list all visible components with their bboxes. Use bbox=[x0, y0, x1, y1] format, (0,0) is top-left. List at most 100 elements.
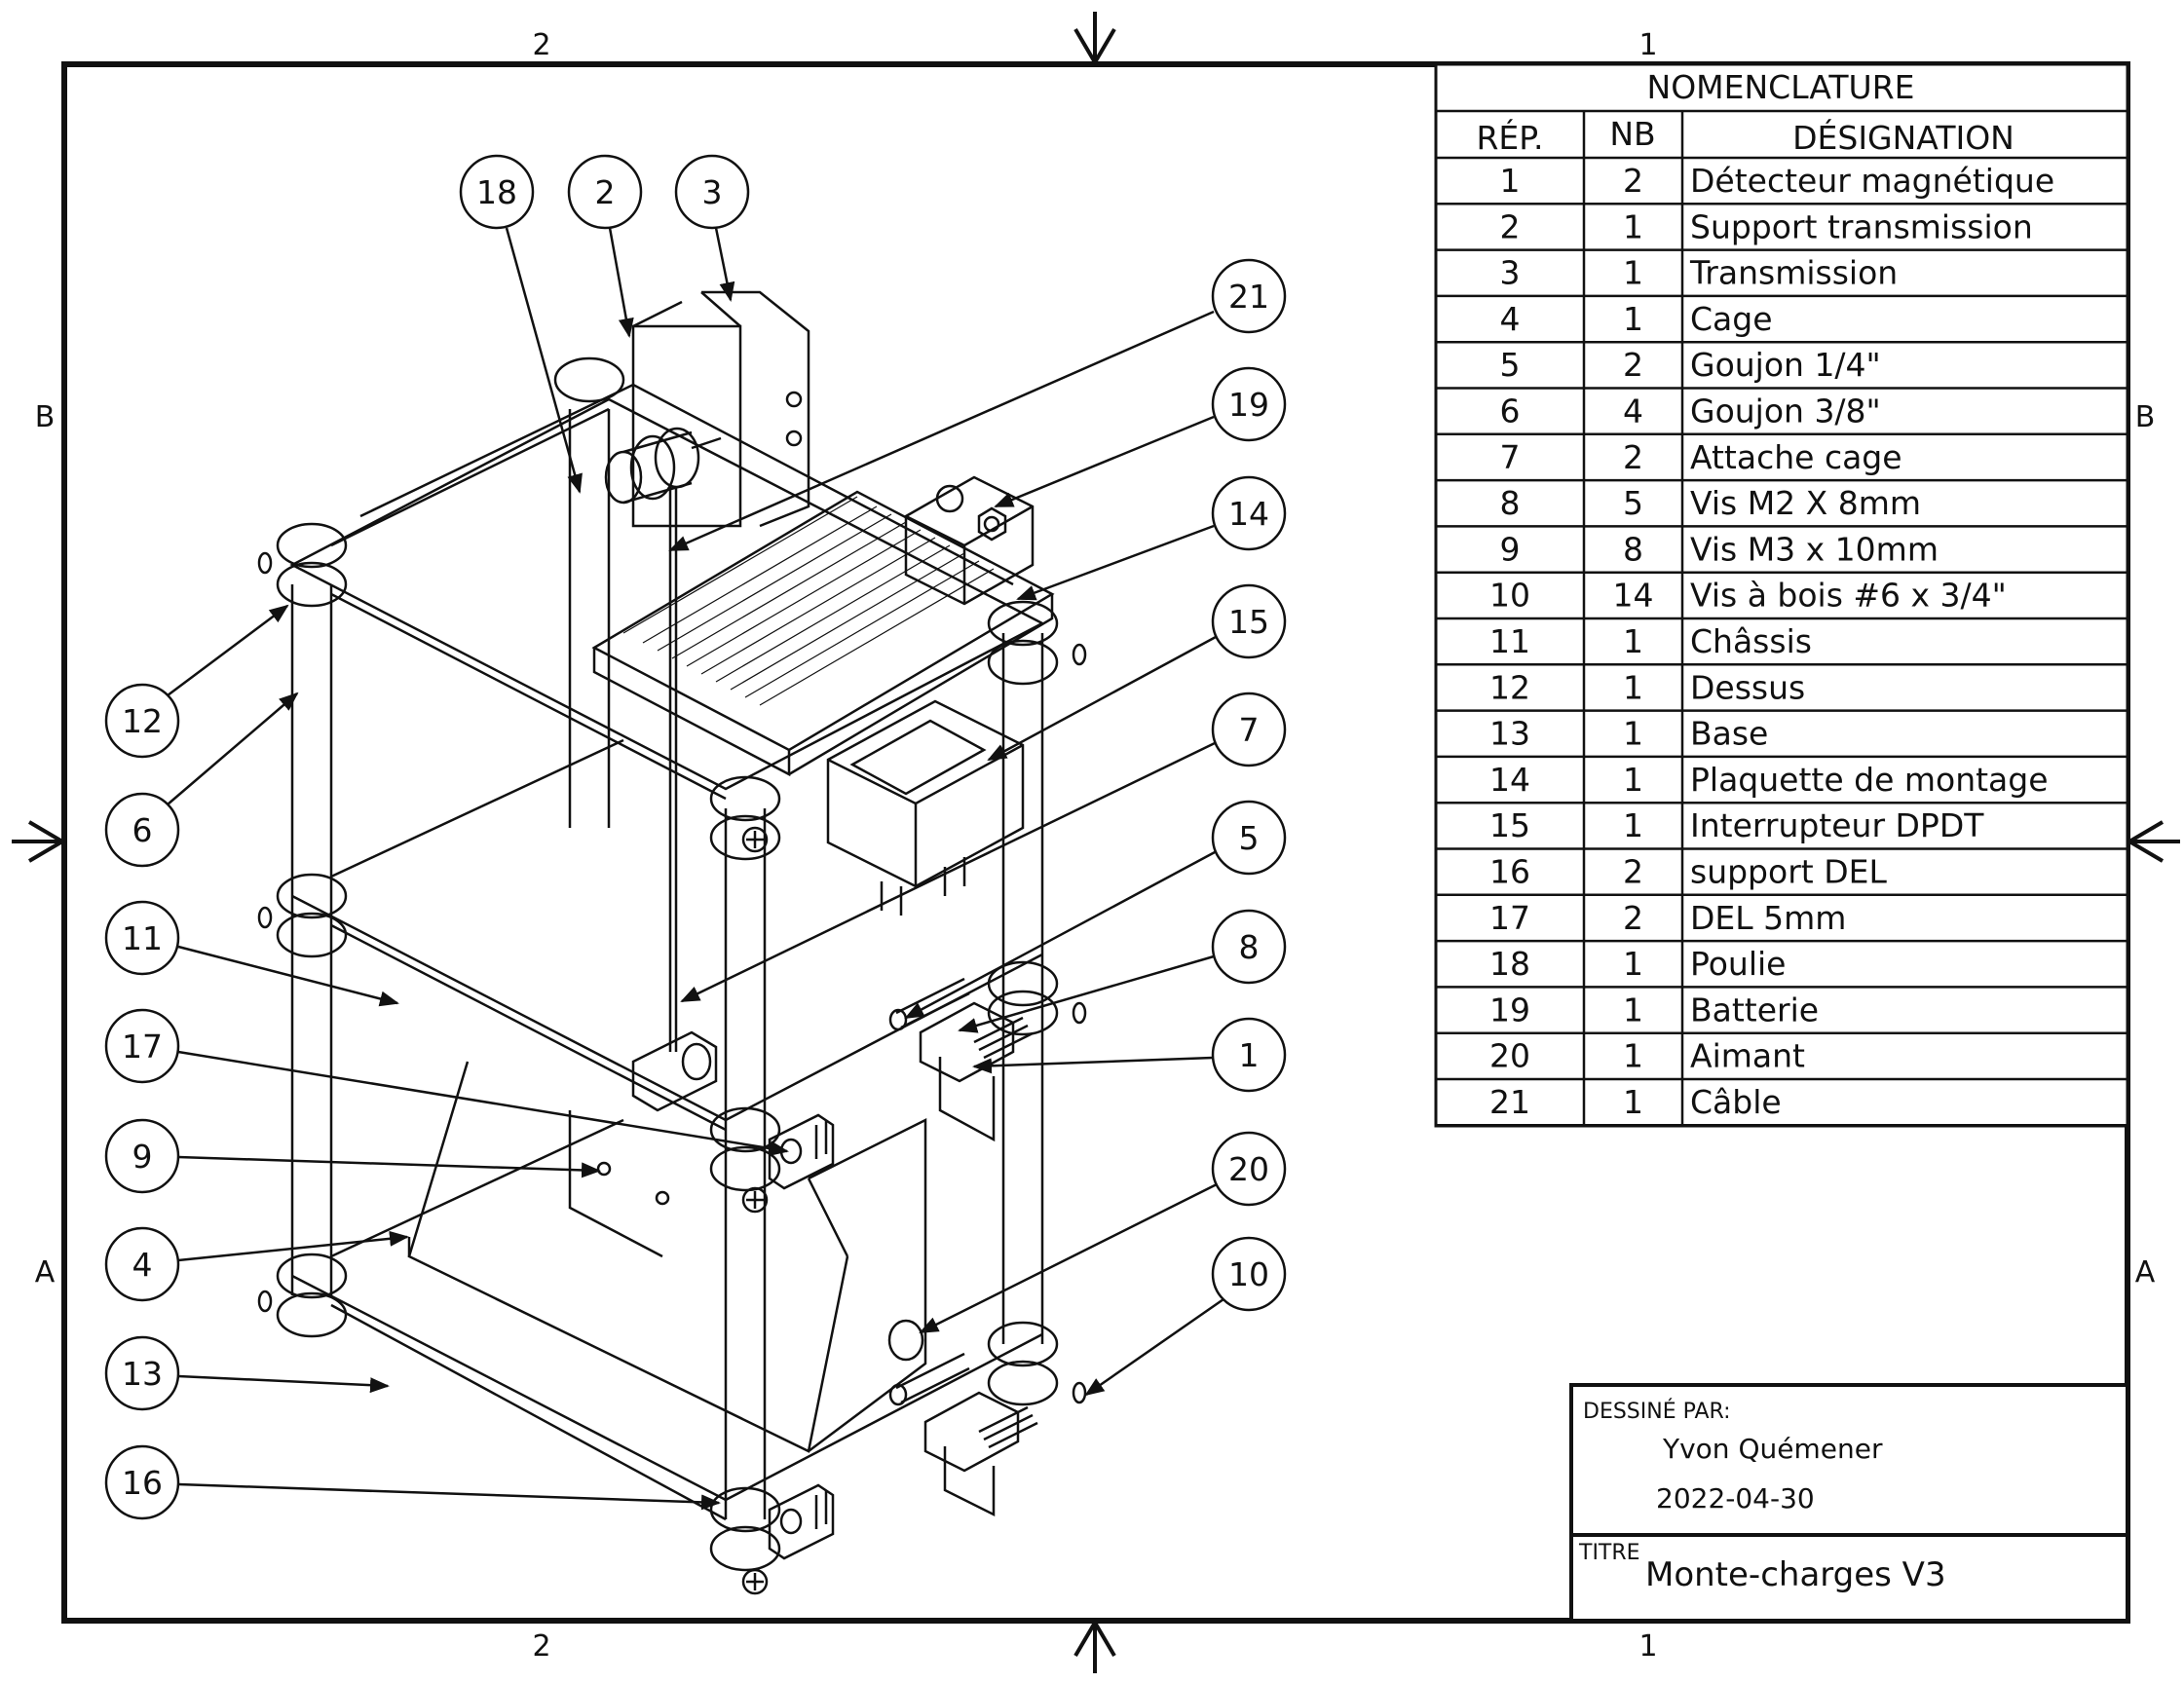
bom-cell-designation: Poulie bbox=[1690, 945, 1786, 983]
balloon-label: 2 bbox=[595, 173, 616, 211]
zone-label-bottom-right: 1 bbox=[1638, 1629, 1657, 1664]
balloon-19: 19 bbox=[994, 366, 1287, 508]
balloon-9: 9 bbox=[104, 1118, 601, 1194]
balloon-13: 13 bbox=[104, 1335, 390, 1411]
bom-cell-nb: 1 bbox=[1623, 761, 1643, 799]
balloon-label: 8 bbox=[1239, 928, 1260, 966]
assembly-isometric-view bbox=[257, 290, 1087, 1595]
bom-cell-rep: 2 bbox=[1500, 207, 1521, 245]
bom-cell-nb: 1 bbox=[1623, 715, 1643, 753]
bom-cell-rep: 20 bbox=[1489, 1037, 1530, 1075]
bom-cell-rep: 5 bbox=[1500, 346, 1521, 384]
bom-cell-designation: Attache cage bbox=[1690, 438, 1902, 476]
centering-mark-top bbox=[1073, 12, 1116, 66]
balloon-16: 16 bbox=[104, 1444, 721, 1520]
balloon-4: 4 bbox=[104, 1226, 409, 1302]
bom-cell-nb: 1 bbox=[1623, 300, 1643, 338]
balloon-label: 17 bbox=[122, 1028, 163, 1066]
balloon-label: 13 bbox=[122, 1355, 163, 1393]
bom-cell-rep: 19 bbox=[1489, 991, 1530, 1028]
centering-mark-bottom bbox=[1073, 1619, 1116, 1673]
bom-cell-nb: 1 bbox=[1623, 991, 1643, 1028]
bom-cell-designation: Transmission bbox=[1689, 254, 1898, 292]
bom-cell-nb: 1 bbox=[1623, 668, 1643, 706]
balloon-label: 4 bbox=[132, 1246, 153, 1284]
zone-label-right-b: B bbox=[2135, 400, 2156, 434]
bom-cell-rep: 6 bbox=[1500, 393, 1521, 430]
balloon-14: 14 bbox=[1016, 475, 1287, 601]
bom-row: 1 2 Détecteur magnétique bbox=[1500, 162, 2055, 200]
bom-cell-rep: 8 bbox=[1500, 484, 1521, 522]
balloon-label: 11 bbox=[122, 919, 163, 957]
bom-cell-rep: 13 bbox=[1489, 715, 1530, 753]
balloon-20: 20 bbox=[919, 1131, 1287, 1334]
bom-cell-designation: Goujon 1/4" bbox=[1690, 346, 1881, 384]
bom-cell-designation: Base bbox=[1690, 715, 1768, 753]
bom-cell-nb: 2 bbox=[1623, 346, 1643, 384]
bom-cell-designation: Câble bbox=[1690, 1083, 1782, 1121]
zone-label-bottom-left: 2 bbox=[532, 1629, 550, 1664]
balloon-label: 7 bbox=[1239, 711, 1260, 749]
balloon-18: 18 bbox=[459, 154, 583, 494]
bom-cell-designation: Batterie bbox=[1690, 991, 1819, 1028]
balloon-5: 5 bbox=[904, 800, 1287, 1020]
bom-row: 2 1 Support transmission bbox=[1500, 207, 2033, 245]
bom-cell-nb: 2 bbox=[1623, 899, 1643, 937]
bom-cell-rep: 4 bbox=[1500, 300, 1521, 338]
balloon-label: 3 bbox=[702, 173, 723, 211]
bom-cell-designation: Aimant bbox=[1690, 1037, 1805, 1075]
balloon-label: 15 bbox=[1228, 603, 1269, 641]
balloon-label: 19 bbox=[1228, 386, 1269, 424]
bom-cell-designation: Support transmission bbox=[1690, 207, 2033, 245]
bom-cell-rep: 7 bbox=[1500, 438, 1521, 476]
bom-header-rep: RÉP. bbox=[1476, 118, 1543, 157]
bom-cell-rep: 10 bbox=[1489, 577, 1530, 615]
bom-cell-nb: 4 bbox=[1623, 393, 1643, 430]
bom-cell-rep: 1 bbox=[1500, 162, 1521, 200]
balloon-label: 12 bbox=[122, 702, 163, 740]
bom-cell-rep: 21 bbox=[1489, 1083, 1530, 1121]
bom-cell-nb: 1 bbox=[1623, 207, 1643, 245]
bom-cell-rep: 16 bbox=[1489, 853, 1530, 891]
balloon-label: 6 bbox=[132, 811, 153, 849]
zone-label-left-a: A bbox=[35, 1255, 56, 1290]
balloon-8: 8 bbox=[958, 909, 1287, 1033]
bom-cell-nb: 2 bbox=[1623, 853, 1643, 891]
balloon-10: 10 bbox=[1084, 1236, 1287, 1397]
drawn-by-label: DESSINÉ PAR: bbox=[1583, 1399, 1731, 1424]
author-name: Yvon Quémener bbox=[1662, 1433, 1883, 1465]
bom-title: NOMENCLATURE bbox=[1647, 68, 1915, 106]
balloon-label: 20 bbox=[1228, 1150, 1269, 1188]
bom-cell-designation: Détecteur magnétique bbox=[1690, 162, 2054, 200]
drawing-title: Monte-charges V3 bbox=[1645, 1555, 1946, 1594]
bom-cell-designation: Châssis bbox=[1690, 622, 1812, 660]
bom-cell-nb: 2 bbox=[1623, 438, 1643, 476]
bom-cell-nb: 2 bbox=[1623, 162, 1643, 200]
bom-row: 7 2 Attache cage bbox=[1500, 438, 1902, 476]
bom-cell-nb: 8 bbox=[1623, 530, 1643, 568]
bom-cell-nb: 1 bbox=[1623, 254, 1643, 292]
balloon-7: 7 bbox=[680, 692, 1287, 1003]
balloon-11: 11 bbox=[104, 900, 399, 1007]
bom-cell-nb: 1 bbox=[1623, 1037, 1643, 1075]
centering-mark-left bbox=[12, 820, 66, 863]
balloon-17: 17 bbox=[104, 1008, 789, 1156]
bom-cell-nb: 1 bbox=[1623, 945, 1643, 983]
zone-label-top-right: 1 bbox=[1638, 28, 1657, 62]
bom-cell-designation: Vis M3 x 10mm bbox=[1690, 530, 1939, 568]
bom-cell-rep: 3 bbox=[1500, 254, 1521, 292]
bom-cell-designation: Interrupteur DPDT bbox=[1690, 806, 1984, 844]
zone-label-top-left: 2 bbox=[532, 28, 550, 62]
title-block: DESSINÉ PAR: Yvon Quémener 2022-04-30 TI… bbox=[1569, 1383, 2129, 1623]
